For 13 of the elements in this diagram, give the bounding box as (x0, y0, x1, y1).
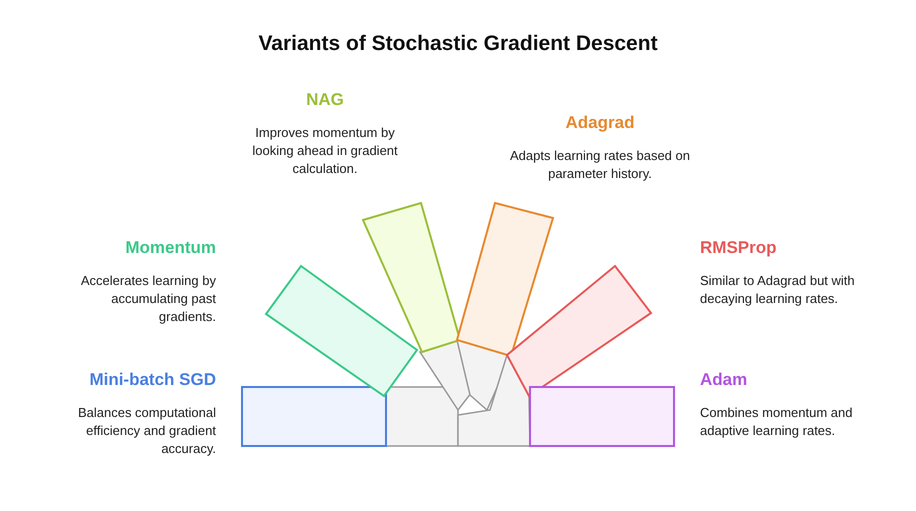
variant-heading: Mini-batch SGD (88, 370, 216, 390)
variant-heading: RMSProp (700, 238, 778, 258)
variant-description: Similar to Adagrad but with decaying learning rates. (700, 272, 856, 308)
variant-heading: Adam (700, 370, 748, 390)
variant-heading: Adagrad (564, 113, 636, 133)
variant-description: Accelerates learning by accumulating past gradients. (80, 272, 216, 326)
variant-description: Improves momentum by looking ahead in gradient calculation. (251, 124, 399, 178)
variant-description: Balances computational efficiency and gradient accuracy. (76, 404, 216, 458)
variant-heading: Momentum (124, 238, 216, 258)
variant-description: Combines momentum and adaptive learning rates. (700, 404, 854, 440)
diagram-title: Variants of Stochastic Gradient Descent (257, 32, 659, 56)
variant-heading: NAG (305, 90, 345, 110)
variant-description: Adapts learning rates based on parameter history. (509, 147, 691, 183)
